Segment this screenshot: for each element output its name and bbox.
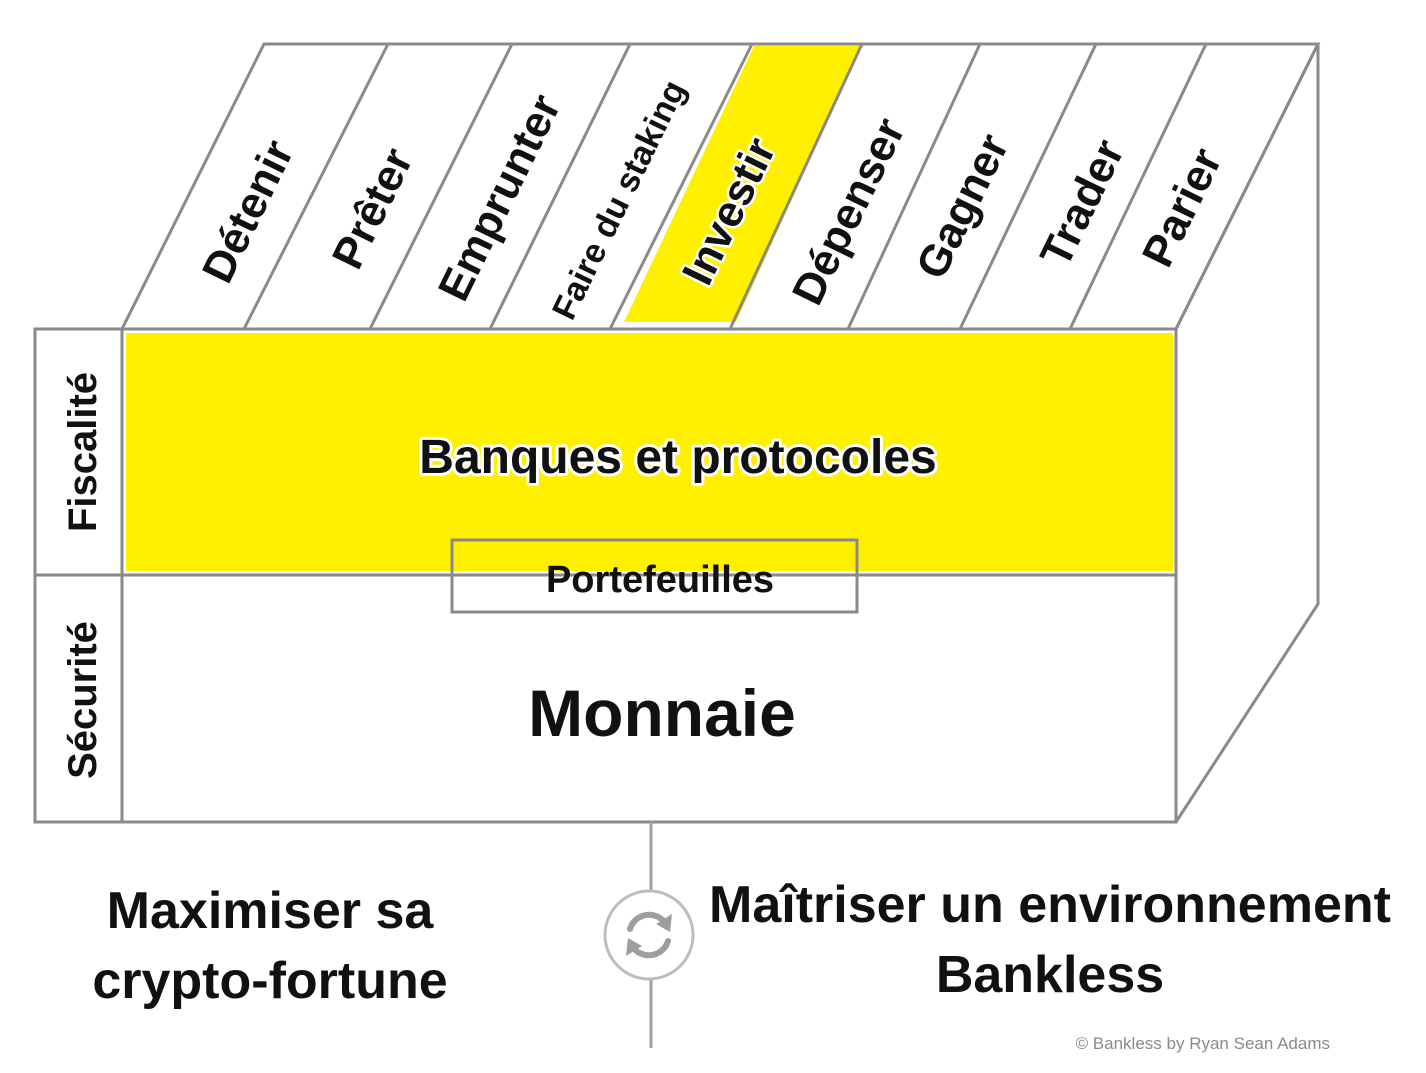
wallets-label: Portefeuilles (546, 559, 774, 601)
sync-icon (603, 889, 695, 981)
column-label-emprunter: Emprunter (429, 87, 571, 308)
banks-label: Banques et protocoles (419, 431, 936, 484)
investir-highlight (624, 46, 862, 322)
copyright: © Bankless by Ryan Sean Adams (1075, 1034, 1330, 1053)
money-label: Monnaie (528, 676, 796, 750)
side-label-securite: Sécurité (61, 621, 105, 779)
wallets-box (450, 538, 859, 614)
column-label-parier: Parier (1133, 141, 1232, 275)
side-face (1174, 43, 1320, 823)
goal-right: Maîtriser un environnement Bankless (709, 876, 1391, 1004)
column-label-trader: Trader (1031, 132, 1134, 274)
side-label-fiscalite: Fiscalité (61, 372, 105, 532)
column-dividers (242, 43, 1208, 330)
column-label-gagner: Gagner (907, 126, 1019, 286)
banks-layer (126, 333, 1173, 571)
goal-left: Maximiser sa crypto-fortune (92, 882, 448, 1010)
column-labels: Détenir Prêter Emprunter Faire du stakin… (190, 72, 1234, 328)
